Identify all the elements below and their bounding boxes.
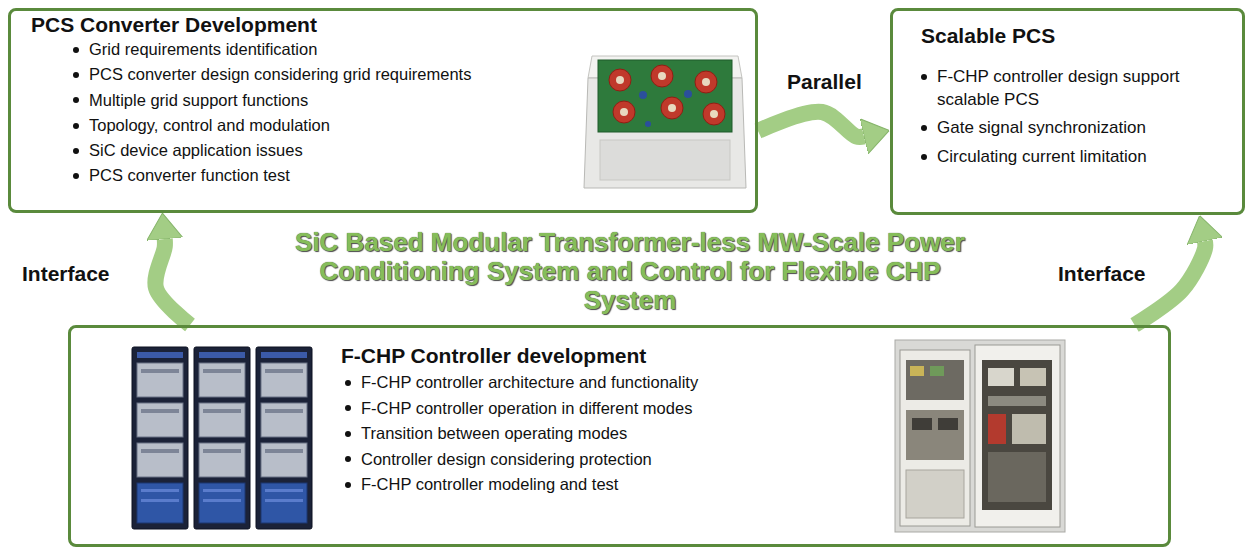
lab-photo-part	[982, 360, 1052, 510]
bullet-item: Grid requirements identification	[71, 37, 571, 62]
bullet-item: F-CHP controller design support scalable…	[919, 66, 1191, 111]
bullet-list: Grid requirements identificationPCS conv…	[71, 37, 571, 189]
lab-photo-part	[1012, 414, 1046, 444]
pcb-photo-part	[645, 121, 651, 127]
diagram-title: SiC Based Modular Transformer-less MW-Sc…	[280, 228, 980, 315]
lab-photo-part	[975, 345, 1060, 527]
connector-label: Parallel	[785, 70, 864, 94]
pcb-photo-part	[695, 71, 717, 93]
pcb-photo-part	[668, 104, 676, 112]
bullet-list: F-CHP controller architecture and functi…	[343, 370, 863, 498]
content-panel: PCS Converter DevelopmentGrid requiremen…	[8, 8, 758, 213]
lab-photo-part	[930, 366, 944, 376]
bullet-item: Transition between operating modes	[343, 421, 863, 447]
lab-photo-part	[910, 366, 924, 376]
bullet-item: F-CHP controller architecture and functi…	[343, 370, 863, 396]
lab-photo-part	[895, 340, 1065, 532]
lab-photo-part	[938, 418, 958, 430]
lab-photo-part	[988, 396, 1046, 406]
lab-photo-part	[906, 410, 964, 460]
block-arrow	[758, 112, 864, 137]
pcb-photo-part	[598, 60, 732, 132]
pcb-photo-part	[703, 103, 725, 125]
lab-photo-part	[900, 350, 970, 526]
lab-photo-part	[906, 470, 964, 518]
panel-heading: F-CHP Controller development	[341, 343, 1168, 369]
connector-label: Interface	[1056, 262, 1148, 286]
lab-photo	[895, 340, 1065, 532]
controller-racks	[132, 347, 312, 529]
block-arrow	[155, 239, 190, 325]
connector-label: Interface	[20, 262, 112, 286]
lab-photo-part	[1020, 368, 1046, 386]
bullet-item: F-CHP controller modeling and test	[343, 472, 863, 498]
panel-heading: PCS Converter Development	[31, 13, 755, 37]
bullet-item: Topology, control and modulation	[71, 113, 571, 138]
pcb-photo-part	[609, 69, 631, 91]
pcb-photo-part	[620, 108, 628, 116]
pcb-photo-part	[658, 72, 666, 80]
pcb-photo-part	[651, 65, 673, 87]
bullet-item: F-CHP controller operation in different …	[343, 396, 863, 422]
content-panel: Scalable PCS F-CHP controller design supp…	[890, 8, 1245, 215]
pcb-photo-part	[661, 97, 683, 119]
controller-racks-part	[194, 347, 250, 529]
pcb-photo	[584, 56, 746, 188]
pcb-photo-part	[616, 76, 624, 84]
bullet-item: Circulating current limitation	[919, 146, 1191, 169]
bullet-item: Controller design considering protection	[343, 447, 863, 473]
bullet-list: F-CHP controller design support scalable…	[919, 66, 1191, 168]
lab-photo-part	[988, 452, 1046, 502]
pcb-photo-part	[710, 110, 718, 118]
bullet-item: PCS converter function test	[71, 163, 571, 188]
lab-photo-part	[988, 414, 1006, 444]
lab-photo-part	[988, 368, 1014, 386]
pcb-photo-part	[613, 101, 635, 123]
pcb-photo-part	[600, 140, 730, 180]
content-panel: F-CHP Controller developmentF-CHP contro…	[68, 325, 1171, 547]
bullet-item: PCS converter design considering grid re…	[71, 62, 571, 87]
panel-heading: Scalable PCS	[921, 23, 1242, 49]
pcb-photo-part	[684, 90, 692, 98]
lab-photo-part	[906, 360, 964, 400]
controller-racks-part	[132, 347, 188, 529]
pcb-photo-part	[702, 78, 710, 86]
bullet-item: Multiple grid support functions	[71, 88, 571, 113]
controller-racks-part	[256, 347, 312, 529]
lab-photo-part	[912, 418, 932, 430]
bullet-item: SiC device application issues	[71, 138, 571, 163]
pcb-photo-part	[639, 91, 647, 99]
bullet-item: Gate signal synchronization	[919, 117, 1191, 140]
